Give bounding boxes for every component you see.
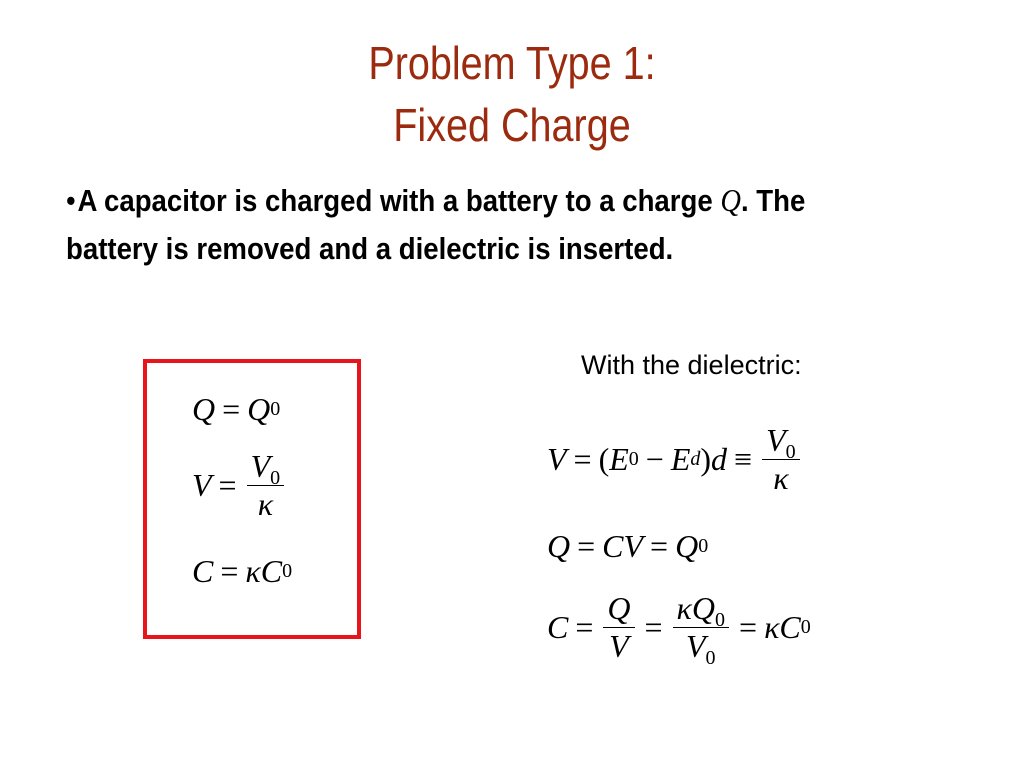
bullet-paragraph: •A capacitor is charged with a battery t… [66, 176, 849, 273]
symbol-kappa: κ [257, 485, 274, 522]
bullet-dot: • [66, 183, 76, 218]
equals-sign: = [650, 528, 669, 564]
equals-sign: = [575, 609, 594, 646]
symbol-q: Q [691, 590, 716, 626]
equals-sign: = [577, 528, 596, 564]
equals-sign: = [218, 467, 237, 504]
symbol-cv: CV [602, 528, 644, 564]
fraction-denominator: V [605, 628, 633, 665]
symbol-v: V [547, 441, 567, 478]
subscript: 0 [715, 609, 726, 631]
summary-box [143, 359, 361, 639]
fraction-numerator: V0 [762, 422, 800, 463]
paren-close: ) [700, 441, 712, 478]
bullet-text-part2: . The battery is removed and a dielectri… [66, 183, 806, 266]
minus-sign: − [645, 441, 664, 478]
subscript: 0 [705, 646, 716, 669]
equals-sign: = [222, 391, 241, 427]
symbol-c: C [779, 609, 801, 646]
dielectric-caption: With the dielectric: [581, 350, 802, 380]
slide-title: Problem Type 1: Fixed Charge [72, 32, 953, 156]
fraction-numerator: κQ0 [672, 590, 730, 631]
paren-open: ( [598, 441, 610, 478]
fraction: V0 κ [762, 422, 800, 497]
symbol-q: Q [607, 590, 631, 626]
symbol-c: C [260, 553, 283, 589]
fraction-denominator: κ [769, 460, 792, 497]
symbol-e: E [609, 441, 629, 478]
symbol-q: Q [192, 391, 216, 427]
symbol-v: V [192, 467, 212, 504]
equivalence-sign: ≡ [734, 441, 753, 478]
subscript: 0 [270, 467, 281, 489]
symbol-kappa: κ [773, 459, 789, 496]
symbol-kappa: κ [245, 553, 261, 589]
symbol-q: Q [247, 391, 271, 427]
symbol-kappa: κ [676, 590, 692, 626]
symbol-d: d [711, 441, 728, 478]
subscript: 0 [785, 441, 796, 463]
title-line-2: Fixed Charge [393, 99, 631, 151]
symbol-v: V [250, 448, 271, 484]
fraction-numerator: Q [603, 590, 635, 628]
symbol-q: Q [675, 528, 699, 564]
fraction: V0 κ [246, 448, 285, 523]
bullet-text-part1: A capacitor is charged with a battery to… [77, 183, 721, 218]
fraction: κQ0 V0 [672, 590, 730, 668]
symbol-e: E [670, 441, 691, 478]
box-eq-voltage: V = V0 κ [192, 448, 287, 523]
bullet-symbol-q: Q [720, 182, 741, 218]
symbol-v: V [609, 627, 629, 664]
symbol-kappa: κ [764, 609, 780, 646]
fraction: Q V [603, 590, 635, 665]
fraction-denominator: V0 [682, 627, 720, 668]
symbol-v: V [686, 627, 706, 664]
equals-sign: = [573, 441, 592, 478]
symbol-c: C [547, 609, 569, 646]
symbol-q: Q [547, 528, 571, 564]
equals-sign: = [739, 609, 758, 646]
symbol-c: C [192, 553, 214, 589]
equals-sign: = [220, 553, 239, 589]
title-line-1: Problem Type 1: [368, 37, 656, 89]
fraction-numerator: V0 [246, 448, 285, 489]
fraction-denominator: κ [254, 486, 277, 523]
equals-sign: = [644, 609, 663, 646]
symbol-v: V [766, 422, 786, 458]
